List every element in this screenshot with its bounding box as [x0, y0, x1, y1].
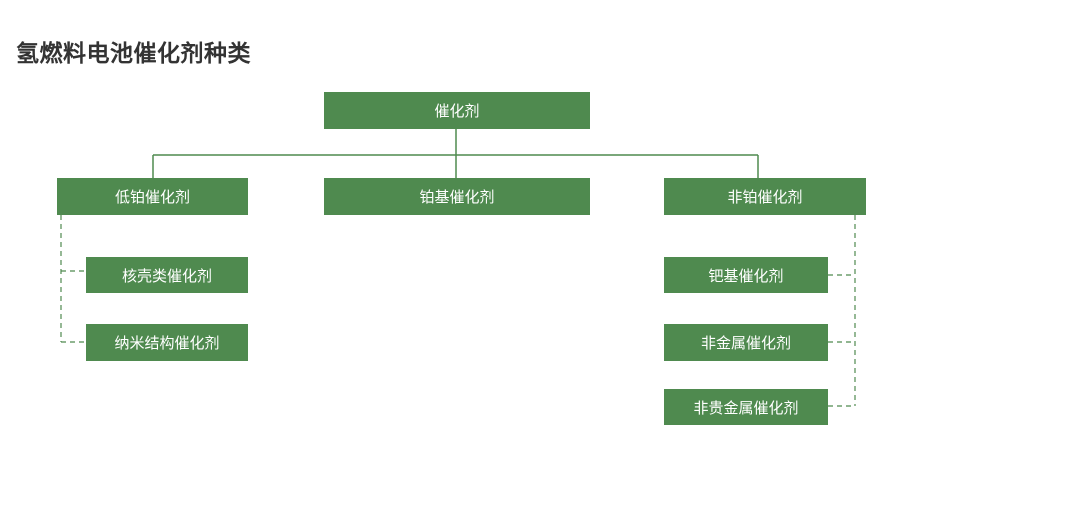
branch-node-non-platinum: 非铂催化剂	[664, 178, 866, 215]
root-node: 催化剂	[324, 92, 590, 129]
child-node-core-shell: 核壳类催化剂	[86, 257, 248, 293]
child-node-nanostructure: 纳米结构催化剂	[86, 324, 248, 361]
child-node-non-precious-metal: 非贵金属催化剂	[664, 389, 828, 425]
branch-node-platinum-based: 铂基催化剂	[324, 178, 590, 215]
branch-node-low-platinum: 低铂催化剂	[57, 178, 248, 215]
child-node-palladium-based: 钯基催化剂	[664, 257, 828, 293]
child-node-non-metal: 非金属催化剂	[664, 324, 828, 361]
diagram-title: 氢燃料电池催化剂种类	[16, 41, 251, 67]
